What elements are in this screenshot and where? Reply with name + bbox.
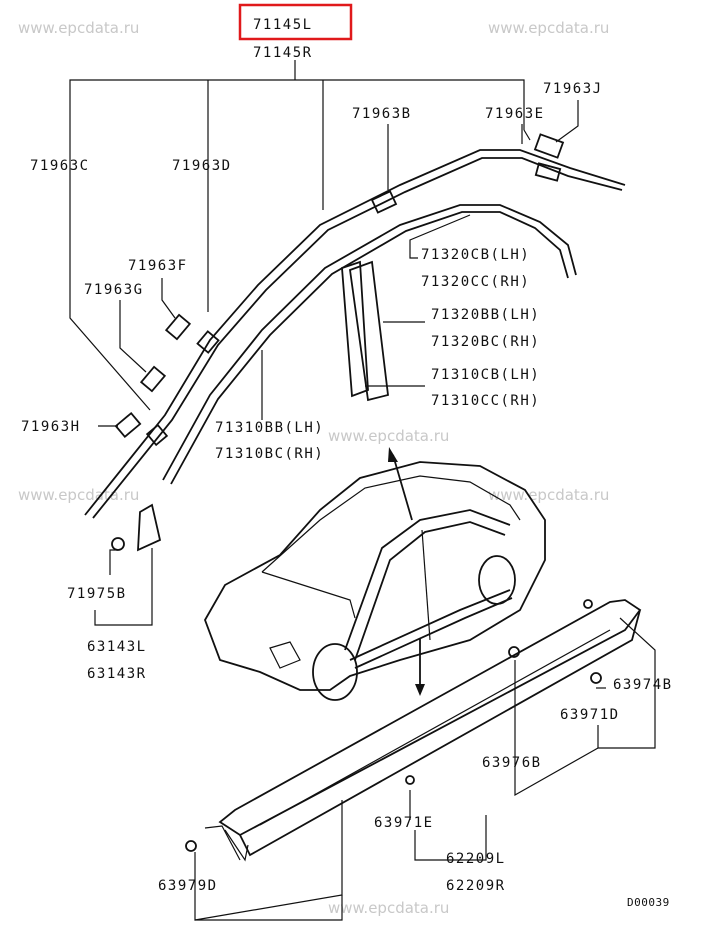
watermark-bottom: www.epcdata.ru <box>328 899 449 917</box>
watermarks: www.epcdata.ru www.epcdata.ru www.epcdat… <box>18 19 609 917</box>
part-label-71975B[interactable]: 71975B <box>67 586 127 602</box>
side-sill <box>185 599 642 862</box>
part-label-71963H[interactable]: 71963H <box>21 419 81 435</box>
part-label-63143L[interactable]: 63143L <box>87 639 147 655</box>
part-label-63971E[interactable]: 63971E <box>374 815 434 831</box>
part-label-71310BC[interactable]: 71310BC(RH) <box>215 446 324 462</box>
clip-icon-71963D <box>196 330 220 354</box>
part-label-71963E[interactable]: 71963E <box>485 106 545 122</box>
part-label-63974B[interactable]: 63974B <box>613 677 673 693</box>
part-label-71963J[interactable]: 71963J <box>543 81 603 97</box>
watermark-mid-left: www.epcdata.ru <box>18 486 139 504</box>
part-label-71963C[interactable]: 71963C <box>30 158 90 174</box>
watermark-top-right: www.epcdata.ru <box>488 19 609 37</box>
fastener-icon-63979D <box>185 840 197 852</box>
clip-icon-71963C <box>145 423 169 447</box>
part-label-71310CC[interactable]: 71310CC(RH) <box>431 393 540 409</box>
clip-icon-71963B <box>370 190 398 214</box>
fastener-icon-63974B <box>590 672 602 684</box>
highlight-box <box>238 3 353 41</box>
clip-icon-71963F <box>164 313 192 341</box>
car-illustration <box>204 447 546 701</box>
clip-icon-71963H <box>114 411 142 439</box>
leader-lines-top <box>69 60 579 427</box>
fastener-icon-63971E <box>405 775 415 785</box>
part-labels: 71145L 71145R 71963J 71963B 71963E 71963… <box>21 17 673 909</box>
part-label-63143R[interactable]: 63143R <box>87 666 147 682</box>
part-label-71963G[interactable]: 71963G <box>84 282 144 298</box>
clip-icon-71963E <box>534 162 562 182</box>
part-label-71310BB[interactable]: 71310BB(LH) <box>215 420 324 436</box>
part-label-71320CB[interactable]: 71320CB(LH) <box>421 247 530 263</box>
part-label-71310CB[interactable]: 71310CB(LH) <box>431 367 540 383</box>
part-label-63971D[interactable]: 63971D <box>560 707 620 723</box>
leader-lines-bottom <box>94 548 656 921</box>
part-label-71320BC[interactable]: 71320BC(RH) <box>431 334 540 350</box>
part-label-71320BB[interactable]: 71320BB(LH) <box>431 307 540 323</box>
clip-icon-71963G <box>139 365 167 393</box>
fastener-icon-63976B <box>508 646 520 658</box>
part-label-63979D[interactable]: 63979D <box>158 878 218 894</box>
figure-code: D00039 <box>627 896 670 909</box>
part-label-71320CC[interactable]: 71320CC(RH) <box>421 274 530 290</box>
part-label-62209R[interactable]: 62209R <box>446 878 506 894</box>
fastener-icon-a <box>583 599 593 609</box>
clip-icon-71975B <box>111 537 125 551</box>
part-label-71145L[interactable]: 71145L <box>253 17 313 33</box>
roof-moldings <box>84 149 626 552</box>
watermark-middle: www.epcdata.ru <box>328 427 449 445</box>
part-label-62209L[interactable]: 62209L <box>446 851 506 867</box>
part-label-71963F[interactable]: 71963F <box>128 258 188 274</box>
part-label-71963B[interactable]: 71963B <box>352 106 412 122</box>
part-label-71963D[interactable]: 71963D <box>172 158 232 174</box>
part-label-63976B[interactable]: 63976B <box>482 755 542 771</box>
clip-icon-71963J <box>533 133 565 159</box>
watermark-mid-right: www.epcdata.ru <box>488 486 609 504</box>
watermark-top-left: www.epcdata.ru <box>18 19 139 37</box>
clips <box>111 133 565 551</box>
part-label-71145R[interactable]: 71145R <box>253 45 313 61</box>
